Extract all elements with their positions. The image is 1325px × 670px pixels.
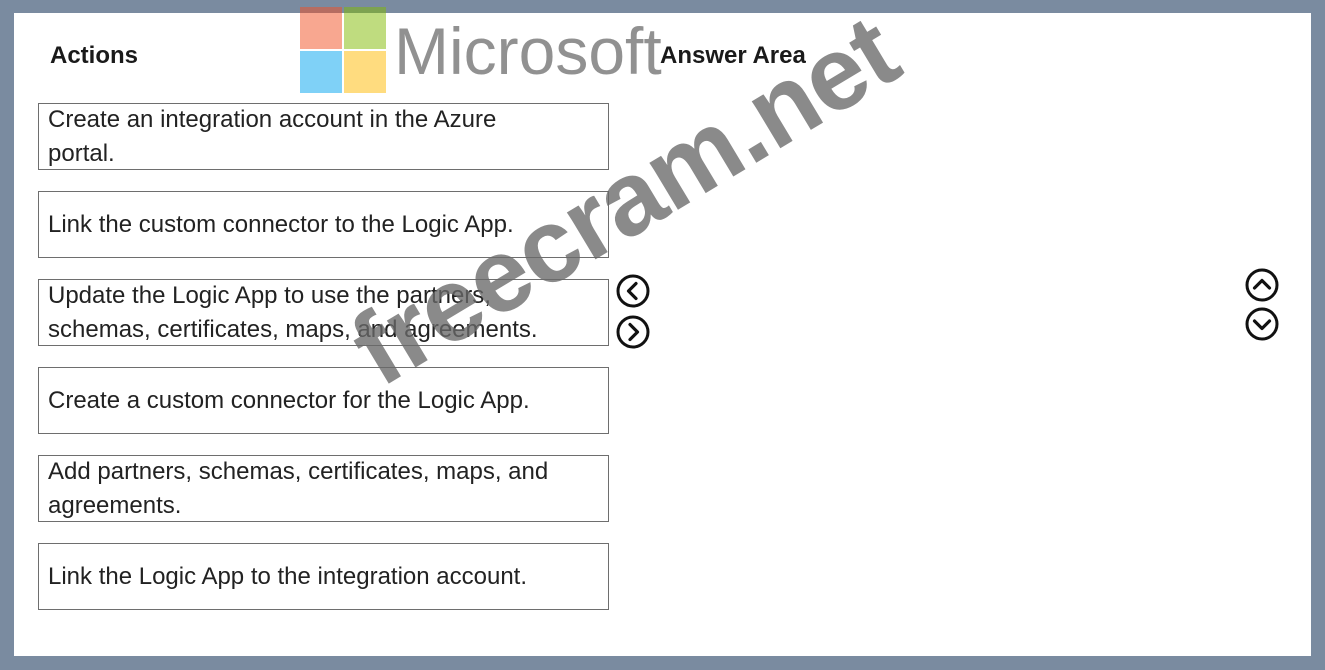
- action-item-text: Link the Logic App to the integration ac…: [48, 562, 528, 590]
- action-item-text: Update the Logic App to use the partners…: [48, 281, 538, 343]
- action-item-update-logic-app[interactable]: Update the Logic App to use the partners…: [38, 279, 609, 346]
- chevron-left-circle-icon: [616, 274, 650, 308]
- logo-square-yellow: [344, 51, 386, 93]
- logo-square-blue: [300, 51, 342, 93]
- move-left-button[interactable]: [616, 274, 650, 308]
- action-item-text: Create an integration account in the Azu…: [48, 105, 497, 167]
- action-item-link-custom-connector[interactable]: Link the custom connector to the Logic A…: [38, 191, 609, 258]
- action-item-create-custom-connector[interactable]: Create a custom connector for the Logic …: [38, 367, 609, 434]
- chevron-up-circle-icon: [1245, 268, 1279, 302]
- action-item-text: Add partners, schemas, certificates, map…: [48, 457, 549, 519]
- answer-area[interactable]: [660, 103, 1230, 623]
- actions-heading: Actions: [50, 42, 139, 69]
- logo-square-green: [344, 7, 386, 49]
- action-item-add-partners[interactable]: Add partners, schemas, certificates, map…: [38, 455, 609, 522]
- action-item-link-logic-app-integration-account[interactable]: Link the Logic App to the integration ac…: [38, 543, 609, 610]
- microsoft-wordmark: Microsoft: [394, 14, 662, 88]
- action-item-create-integration-account[interactable]: Create an integration account in the Azu…: [38, 103, 609, 170]
- exam-panel: Actions Answer Area Create an integratio…: [14, 0, 1311, 656]
- move-right-button[interactable]: [616, 315, 650, 349]
- action-item-text: Create a custom connector for the Logic …: [48, 386, 530, 414]
- move-up-button[interactable]: [1245, 268, 1279, 302]
- logo-square-red: [300, 7, 342, 49]
- move-down-button[interactable]: [1245, 307, 1279, 341]
- microsoft-logo-icon: [300, 7, 388, 95]
- answer-area-heading: Answer Area: [660, 42, 806, 69]
- action-item-text: Link the custom connector to the Logic A…: [48, 210, 514, 238]
- chevron-down-circle-icon: [1245, 307, 1279, 341]
- chevron-right-circle-icon: [616, 315, 650, 349]
